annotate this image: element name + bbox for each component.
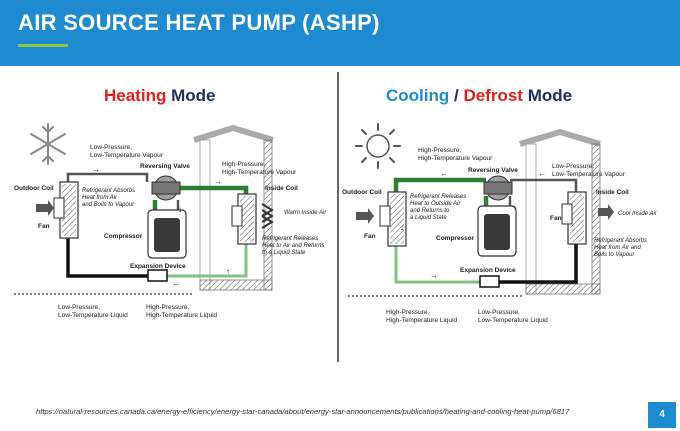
cooling-absorbs-line1: Refrigerant Absorbs xyxy=(594,238,647,244)
cooling-outdoor-coil-label: Outdoor Coil xyxy=(342,189,382,196)
cooling-lp-vapour-line1: Low-Pressure, xyxy=(552,163,594,170)
heating-absorbs-line2: Heat from Air xyxy=(82,195,118,201)
cooling-inside-coil-label: Inside Coil xyxy=(596,189,629,196)
house-wall-cooling xyxy=(519,128,601,295)
cooling-fan-right-label: Fan xyxy=(550,215,562,222)
compressor-cooling xyxy=(477,205,517,257)
refrigerant-loop-cooling xyxy=(393,177,578,284)
outdoor-coil xyxy=(36,181,79,239)
heating-lp-liquid-line1: Low-Pressure, xyxy=(58,304,100,311)
svg-text:→: → xyxy=(430,271,438,280)
svg-text:↑: ↑ xyxy=(512,203,516,212)
heating-mode-title: Heating Mode xyxy=(104,86,215,106)
cooling-lp-vapour-line2: Low-Temperature Vapour xyxy=(552,171,626,178)
heating-releases-line1: Refrigerant Releases xyxy=(262,236,318,242)
heating-lp-vapour-line1: Low-Pressure, xyxy=(90,144,132,151)
cooling-diagram: ← ← → ↑ ↓ Outdoor Coil Fan Fan Inside Co… xyxy=(342,123,658,324)
heating-absorbs-line1: Refrigerant Absorbs xyxy=(82,188,135,194)
svg-text:←: ← xyxy=(172,279,180,288)
cooling-hp-liquid-line2: High-Temperature Liquid xyxy=(386,317,458,324)
svg-text:↓: ↓ xyxy=(178,205,182,214)
heating-lp-vapour-line2: Low-Temperature Vapour xyxy=(90,152,164,159)
svg-text:←: ← xyxy=(538,169,546,178)
snowflake-icon xyxy=(30,123,66,165)
inside-coil-cooling xyxy=(561,191,614,245)
heating-hp-vapour-line2: High-Temperature Vapour xyxy=(222,169,297,176)
heating-outdoor-coil-label: Outdoor Coil xyxy=(14,185,54,192)
svg-text:↓: ↓ xyxy=(400,223,404,232)
cooling-mode-title: Cooling / Defrost Mode xyxy=(386,86,572,106)
cooling-absorbs-line3: Boils to Vapour xyxy=(594,252,635,258)
heating-reversing-valve-label: Reversing Valve xyxy=(140,163,190,170)
title-accent-line xyxy=(18,44,68,47)
svg-text:→: → xyxy=(214,177,222,186)
heating-inside-coil-label: Inside Coil xyxy=(265,185,298,192)
compressor xyxy=(147,209,187,259)
cooling-mode-suffix: Mode xyxy=(527,86,573,105)
cooling-releases-line3: and Returns to xyxy=(410,208,450,214)
cooling-word: Cooling xyxy=(386,86,450,105)
heating-releases-line2: Heat to Air and Returns xyxy=(262,243,324,249)
cooling-hp-vapour-line1: High-Pressure, xyxy=(418,147,462,154)
cooling-releases-line2: Heat to Outside Air xyxy=(410,201,461,207)
flow-arrows-cooling: ← ← → ↑ ↓ xyxy=(400,169,546,280)
reversing-valve-cooling xyxy=(483,175,513,201)
page-title: AIR SOURCE HEAT PUMP (ASHP) xyxy=(18,10,380,35)
expansion-device xyxy=(147,269,168,282)
expansion-device-cooling xyxy=(479,275,500,288)
svg-text:←: ← xyxy=(440,169,448,178)
inside-coil xyxy=(231,193,274,245)
heating-hp-liquid-line1: High-Pressure, xyxy=(146,304,190,311)
sun-icon xyxy=(355,123,401,169)
header-bar: AIR SOURCE HEAT PUMP (ASHP) xyxy=(0,0,680,66)
heating-warm-air-label: Warm Inside Air xyxy=(284,210,327,216)
cooling-expansion-device-label: Expansion Device xyxy=(460,267,516,274)
reversing-valve xyxy=(151,175,181,201)
heating-diagram: → → ← ↓ ↑ Outdoor Coil Fan Inside Coil R… xyxy=(14,123,327,319)
cooling-releases-line4: a Liquid State xyxy=(410,215,447,221)
cooling-reversing-valve-label: Reversing Valve xyxy=(468,167,518,174)
defrost-word: Defrost xyxy=(463,86,523,105)
outdoor-coil-cooling xyxy=(356,191,407,247)
source-url[interactable]: https://natural-resources.canada.ca/ener… xyxy=(36,407,570,416)
cooling-lp-liquid-line2: Low-Temperature Liquid xyxy=(478,317,548,324)
heating-lp-liquid-line2: Low-Temperature Liquid xyxy=(58,312,128,319)
flow-arrows: → → ← ↓ ↑ xyxy=(92,165,230,288)
heating-releases-line3: to a Liquid State xyxy=(262,250,306,256)
page-number-badge: 4 xyxy=(648,402,676,428)
cooling-hp-vapour-line2: High-Temperature Vapour xyxy=(418,155,493,162)
svg-text:↑: ↑ xyxy=(226,267,230,276)
heating-hp-liquid-line2: High-Temperature Liquid xyxy=(146,312,218,319)
panel-divider xyxy=(337,72,339,362)
heating-absorbs-line3: and Boils to Vapour xyxy=(82,202,135,208)
cooling-hp-liquid-line1: High-Pressure, xyxy=(386,309,430,316)
cooling-lp-liquid-line1: Low-Pressure, xyxy=(478,309,520,316)
heating-hp-vapour-line1: High-Pressure, xyxy=(222,161,266,168)
heating-expansion-device-label: Expansion Device xyxy=(130,263,186,270)
heating-compressor-label: Compressor xyxy=(104,233,143,240)
cooling-releases-line1: Refrigerant Releases xyxy=(410,194,466,200)
svg-text:→: → xyxy=(92,165,100,174)
cooling-compressor-label: Compressor xyxy=(436,235,475,242)
cooling-absorbs-line2: Heat from Air and xyxy=(594,245,641,251)
heating-word: Heating xyxy=(104,86,167,105)
cooling-cool-air-label: Cool Inside Air xyxy=(618,211,658,217)
heating-fan-label: Fan xyxy=(38,223,50,230)
heating-mode-suffix: Mode xyxy=(171,86,216,105)
cooling-fan-left-label: Fan xyxy=(364,233,376,240)
mode-separator: / xyxy=(449,86,464,105)
